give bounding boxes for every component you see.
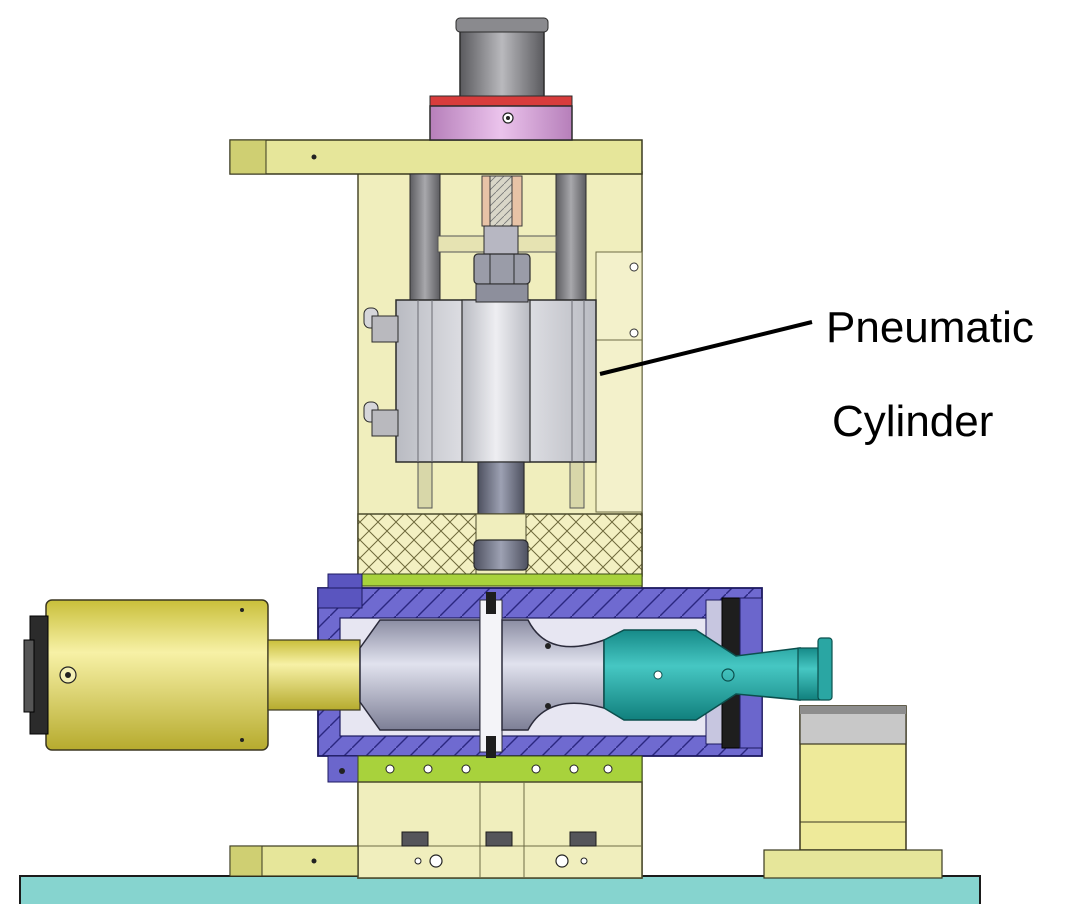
annotation-leader-line (599, 320, 813, 376)
piston-rod-top (437, 175, 557, 285)
ultrasonic-horn (603, 629, 833, 721)
lower-frame (229, 781, 643, 879)
top-plate (229, 139, 643, 175)
guide-rods (409, 173, 587, 509)
pneumatic-cylinder (395, 283, 597, 463)
lower-green-strip (357, 755, 643, 783)
top-cylinder-mount (429, 17, 573, 141)
air-fittings (363, 307, 399, 437)
label-pneumatic: Pneumatic (826, 303, 1034, 352)
transducer (23, 599, 361, 751)
pad-block (357, 513, 643, 587)
label-cylinder: Cylinder (832, 397, 994, 446)
anvil-fixture (763, 705, 943, 879)
booster (359, 592, 605, 758)
base-plate (19, 875, 981, 909)
